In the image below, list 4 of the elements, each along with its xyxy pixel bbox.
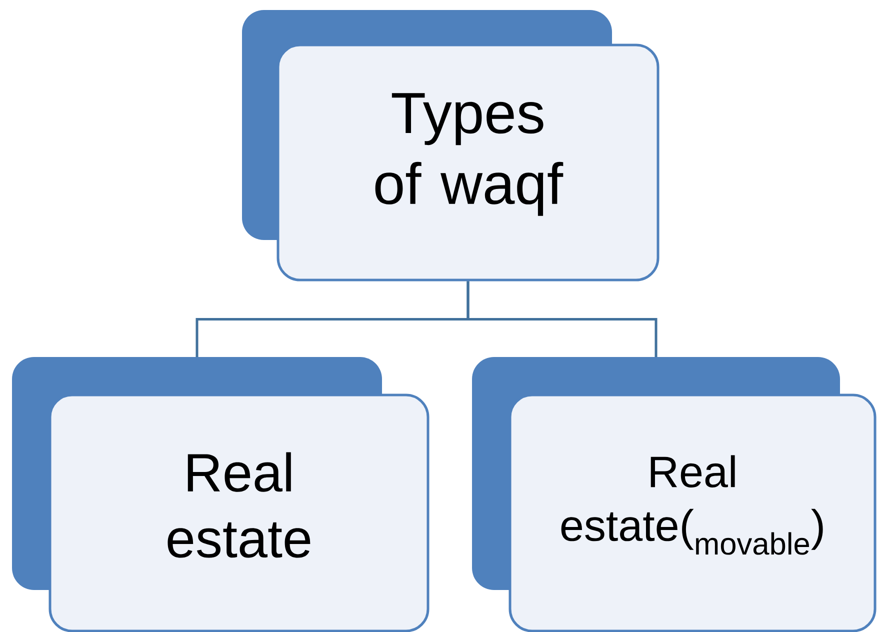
stacked-box: Real estate bbox=[12, 357, 430, 632]
stacked-box: Real estate($_{movable}$) bbox=[472, 357, 876, 632]
stacked-box: Types of waqf bbox=[242, 10, 660, 282]
connector bbox=[466, 281, 658, 357]
